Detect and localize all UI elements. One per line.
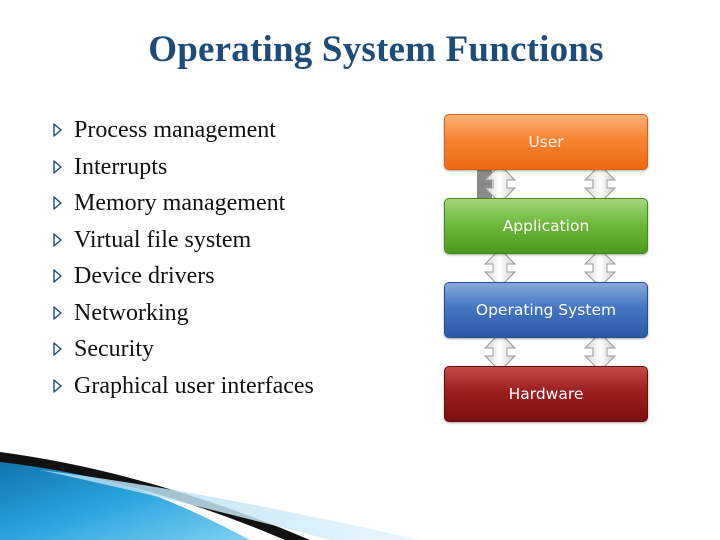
- triangle-right-icon: [53, 159, 62, 174]
- bullet-text: Process management: [74, 117, 276, 143]
- triangle-right-icon: [53, 269, 62, 283]
- double-arrow-icon: [483, 332, 617, 372]
- bullet-item: Process management: [50, 113, 314, 150]
- double-arrow-icon: [477, 164, 617, 204]
- bullet-text: Device drivers: [74, 263, 215, 289]
- os-layer-diagram: User Application Operating System Hardwa…: [440, 110, 652, 426]
- bullet-item: Security: [50, 332, 314, 369]
- bullet-item: Virtual file system: [50, 223, 314, 260]
- bullet-item: Networking: [50, 296, 314, 333]
- triangle-right-icon: [53, 378, 62, 393]
- bullet-item: Device drivers: [50, 259, 314, 296]
- bullet-list: Process management Interrupts Memory man…: [50, 113, 314, 405]
- layer-label: Application: [502, 217, 590, 235]
- layer-application: Application: [444, 198, 648, 254]
- layer-label: Operating System: [475, 301, 617, 319]
- triangle-right-icon: [53, 342, 62, 356]
- layer-arrows: [477, 164, 617, 372]
- bullet-item: Graphical user interfaces: [50, 369, 314, 406]
- layer-user: User: [444, 114, 648, 170]
- bullet-text: Security: [74, 336, 154, 362]
- bullet-item: Interrupts: [50, 150, 314, 187]
- triangle-right-icon: [53, 232, 62, 247]
- layer-hardware: Hardware: [444, 366, 648, 422]
- double-arrow-icon: [483, 248, 617, 288]
- triangle-right-icon: [53, 123, 62, 137]
- slide-title: Operating System Functions: [148, 29, 604, 70]
- triangle-right-icon: [53, 305, 62, 320]
- bullet-text: Memory management: [74, 190, 286, 216]
- bullet-text: Graphical user interfaces: [74, 372, 314, 399]
- layer-label: Hardware: [508, 385, 584, 403]
- layer-label: User: [528, 133, 564, 151]
- triangle-right-icon: [53, 196, 62, 210]
- bullet-text: Interrupts: [74, 153, 168, 180]
- bullet-text: Networking: [74, 299, 189, 326]
- bullet-text: Virtual file system: [74, 226, 252, 253]
- bullet-item: Memory management: [50, 186, 314, 223]
- layer-operating-system: Operating System: [444, 282, 648, 338]
